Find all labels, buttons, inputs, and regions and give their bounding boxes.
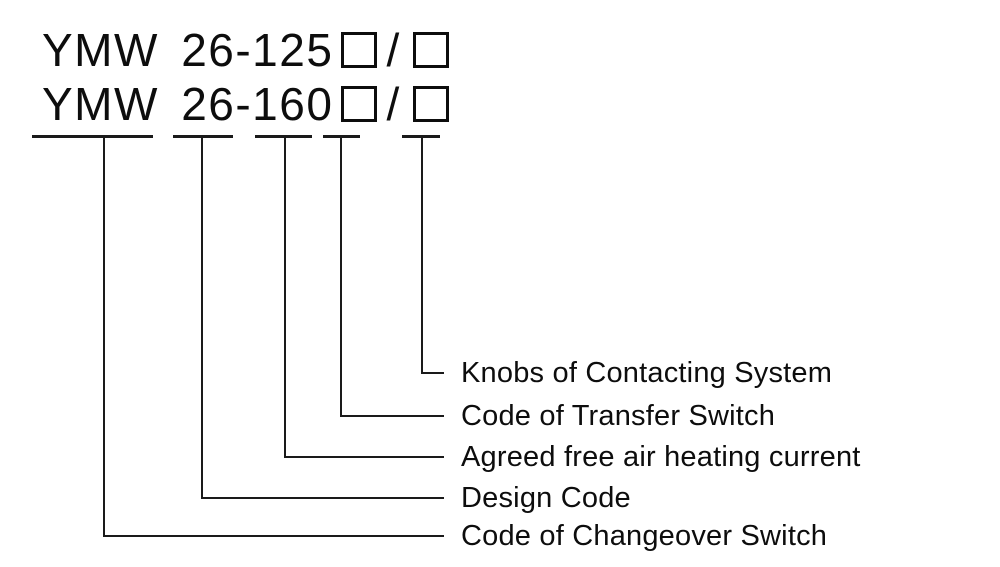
model-number-line-2: YMW 26-160 / (42, 78, 449, 130)
model-number-text-2: YMW 26-160 (42, 78, 334, 130)
label-agreed-free-air-heating-current: Agreed free air heating current (461, 441, 861, 473)
leader-horizontal-heating (284, 456, 444, 458)
placeholder-box-icon (341, 31, 378, 68)
slash-separator: / (386, 24, 401, 76)
leader-horizontal-design (201, 497, 444, 499)
placeholder-box-icon (341, 85, 378, 122)
underline-series-code (32, 135, 153, 138)
leader-vertical-transfer (340, 136, 342, 417)
placeholder-box-icon (412, 85, 449, 122)
underline-current-rating (255, 135, 312, 138)
leader-horizontal-transfer (340, 415, 444, 417)
leader-vertical-knobs (421, 136, 423, 374)
underline-design-code (173, 135, 233, 138)
leader-vertical-heating (284, 136, 286, 458)
model-number-line-1: YMW 26-125 / (42, 24, 449, 76)
leader-horizontal-knobs (421, 372, 444, 374)
placeholder-box-icon (412, 31, 449, 68)
label-code-of-transfer-switch: Code of Transfer Switch (461, 400, 776, 432)
leader-vertical-changeover (103, 136, 105, 537)
label-design-code: Design Code (461, 482, 631, 514)
leader-horizontal-changeover (103, 535, 444, 537)
model-number-text-1: YMW 26-125 (42, 24, 334, 76)
slash-separator: / (386, 78, 401, 130)
label-code-of-changeover-switch: Code of Changeover Switch (461, 520, 828, 552)
label-knobs-of-contacting-system: Knobs of Contacting System (461, 357, 833, 389)
leader-vertical-design (201, 136, 203, 499)
